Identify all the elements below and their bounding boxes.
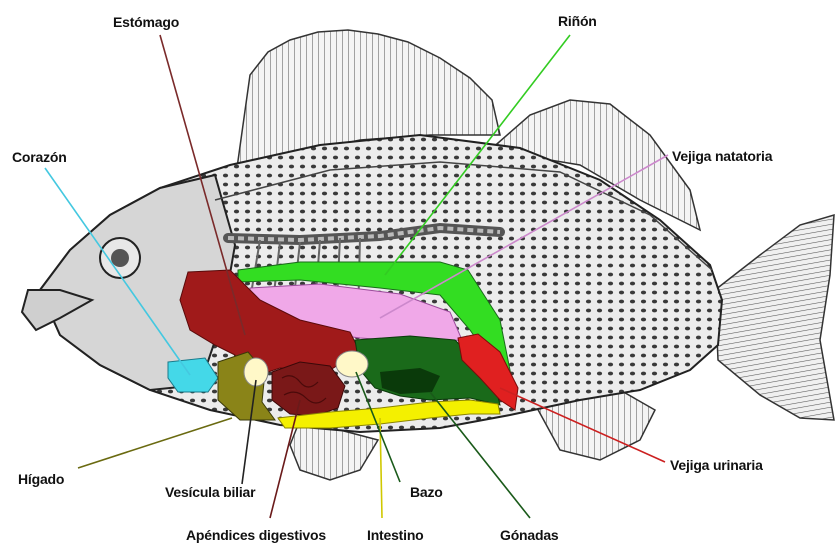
label-corazon: Corazón — [12, 149, 67, 165]
label-higado: Hígado — [18, 471, 64, 487]
spleen-marker — [336, 351, 368, 377]
label-vejiga-urinaria: Vejiga urinaria — [670, 457, 763, 473]
label-intestino: Intestino — [367, 527, 424, 543]
leader-higado — [78, 418, 232, 468]
label-vejiga-natatoria: Vejiga natatoria — [672, 148, 773, 164]
label-vesicula-biliar: Vesícula biliar — [165, 484, 256, 500]
label-estomago: Estómago — [113, 14, 179, 30]
label-gonadas: Gónadas — [500, 527, 559, 543]
caudal-fin — [715, 215, 834, 420]
label-rinon: Riñón — [558, 13, 597, 29]
label-bazo: Bazo — [410, 484, 443, 500]
label-apendices-digestivos: Apéndices digestivos — [186, 527, 326, 543]
